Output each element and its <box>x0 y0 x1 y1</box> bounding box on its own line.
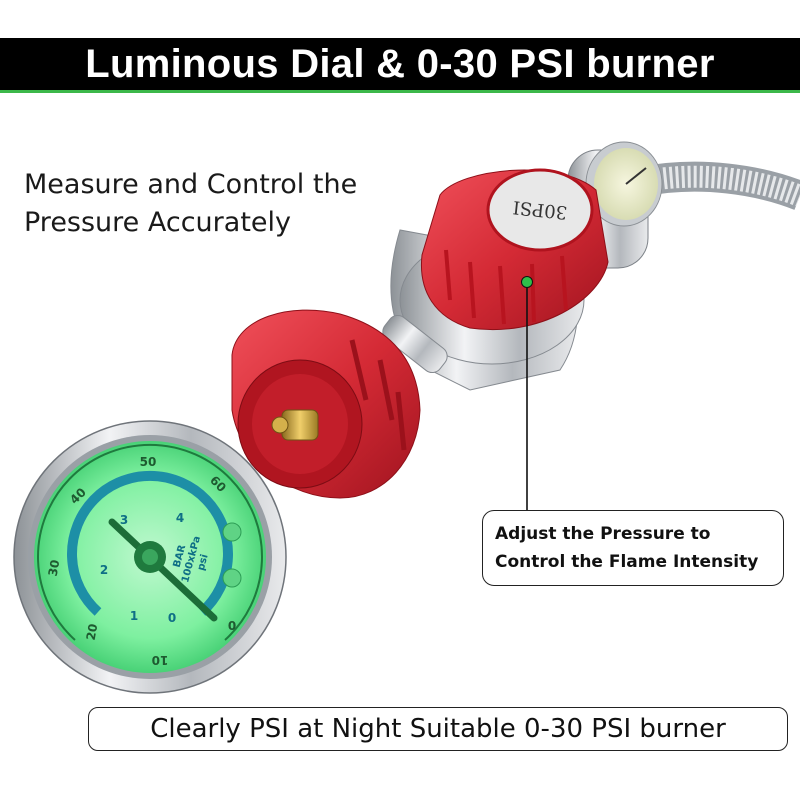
footer-caption: Clearly PSI at Night Suitable 0-30 PSI b… <box>150 714 726 744</box>
unit-psi: psi <box>196 553 211 572</box>
footer-caption-box: Clearly PSI at Night Suitable 0-30 PSI b… <box>88 707 788 751</box>
tagline-line-1: Measure and Control the <box>24 169 358 200</box>
pressure-adjust-knob: 30PSI <box>420 168 609 330</box>
callout-line-1: Adjust the Pressure to <box>495 524 711 544</box>
bar-label-1: 1 <box>130 609 138 623</box>
adjust-pressure-callout: Adjust the Pressure to Control the Flame… <box>482 510 784 586</box>
banner-title: Luminous Dial & 0-30 PSI burner <box>85 41 715 86</box>
callout-line-2: Control the Flame Intensity <box>495 552 759 572</box>
bar-label-0: 0 <box>168 611 176 625</box>
title-banner: Luminous Dial & 0-30 PSI burner <box>0 38 800 93</box>
psi-label-50: 50 <box>140 455 157 469</box>
braided-hose <box>637 161 800 211</box>
inlet-nut <box>231 309 421 499</box>
bar-label-3: 3 <box>120 513 128 527</box>
bar-label-2: 2 <box>100 563 108 577</box>
bar-label-4: 4 <box>176 511 184 525</box>
tagline: Measure and Control the Pressure Accurat… <box>24 166 444 242</box>
callout-pointer <box>521 276 533 510</box>
luminous-gauge: 10 20 30 40 50 60 0 0 1 2 3 4 BAR 100xkP… <box>13 420 287 694</box>
psi-label-20: 20 <box>84 623 101 642</box>
tagline-line-2: Pressure Accurately <box>24 207 291 238</box>
psi-label-10: 10 <box>152 653 169 667</box>
psi-label-0: 0 <box>228 619 236 633</box>
psi-label-30: 30 <box>46 559 63 578</box>
gauge-needle <box>108 518 218 622</box>
